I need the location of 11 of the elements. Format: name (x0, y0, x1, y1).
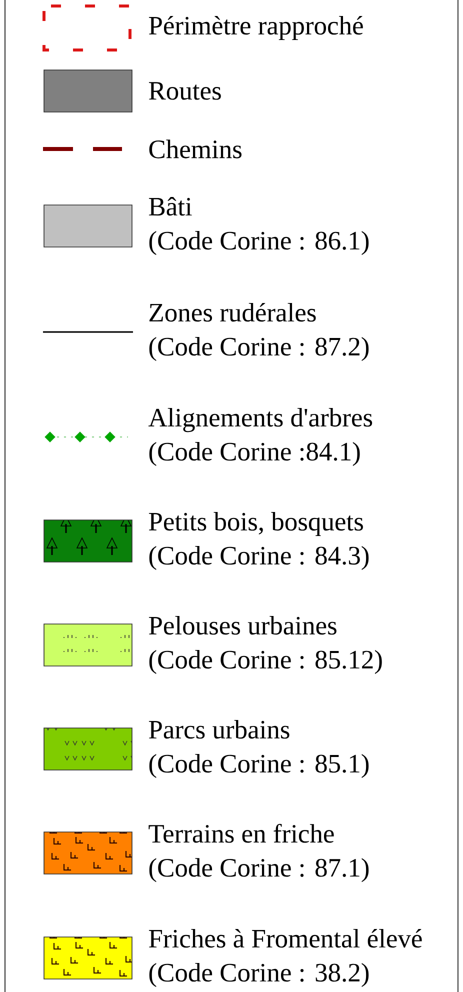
legend-text: Friches à Fromental élevé (Code Corine : 38.2) (148, 928, 422, 988)
legend-text: Parcs urbains (Code Corine : 85.1) (148, 720, 369, 778)
legend-text: Pelouses urbaines (Code Corine : 85.12) (148, 616, 382, 674)
legend-text: Alignements d'arbres (Code Corine :84.1) (148, 408, 372, 466)
legend-text: Terrains en friche (Code Corine : 87.1) (148, 824, 369, 882)
legend-text: Routes (148, 82, 221, 100)
legend-text: Bâti (Code Corine : 86.1) (148, 196, 369, 256)
legend-text: Zones rudérales (Code Corine : 87.2) (149, 302, 369, 362)
legend-text: Petits bois, bosquets (Code Corine : 84.3) (148, 512, 369, 570)
legend-text: Périmètre rapproché (148, 16, 363, 40)
legend-text: Chemins (149, 140, 242, 158)
